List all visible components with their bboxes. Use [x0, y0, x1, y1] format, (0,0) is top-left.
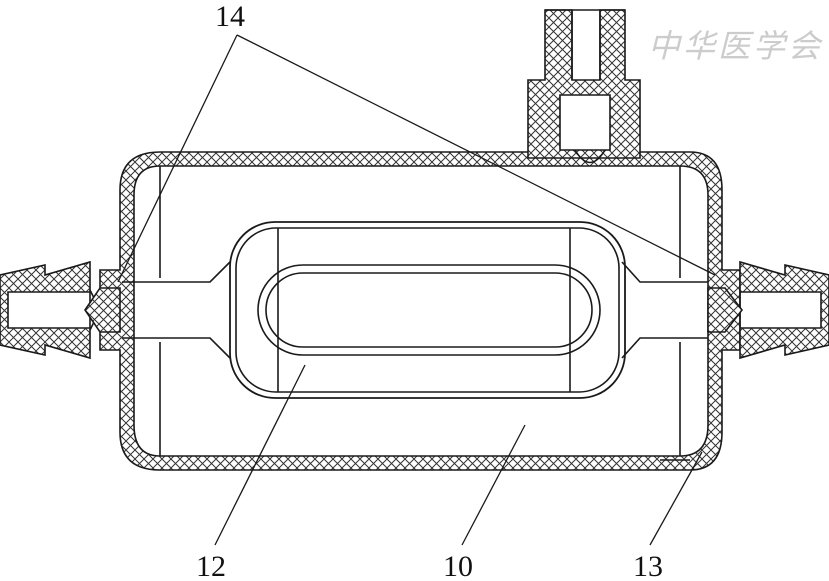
housing-wall: [99, 151, 741, 471]
left-nozzle: [0, 260, 91, 360]
leader-10: [461, 424, 526, 546]
leader-13: [649, 451, 703, 546]
label-13: 13: [633, 550, 663, 581]
label-10: 10: [443, 550, 473, 581]
watermark: 中华医学会: [648, 27, 824, 65]
label-14: 14: [215, 0, 245, 33]
right-valve: [707, 287, 744, 333]
leader-12: [214, 364, 306, 546]
left-valve: [84, 287, 121, 333]
right-nozzle: [739, 260, 829, 360]
top-fitting: [527, 9, 641, 159]
cartridge-slot: [257, 264, 601, 356]
leader-14: [117, 34, 716, 283]
filter-cartridge: [229, 221, 626, 399]
label-12: 12: [196, 550, 226, 581]
